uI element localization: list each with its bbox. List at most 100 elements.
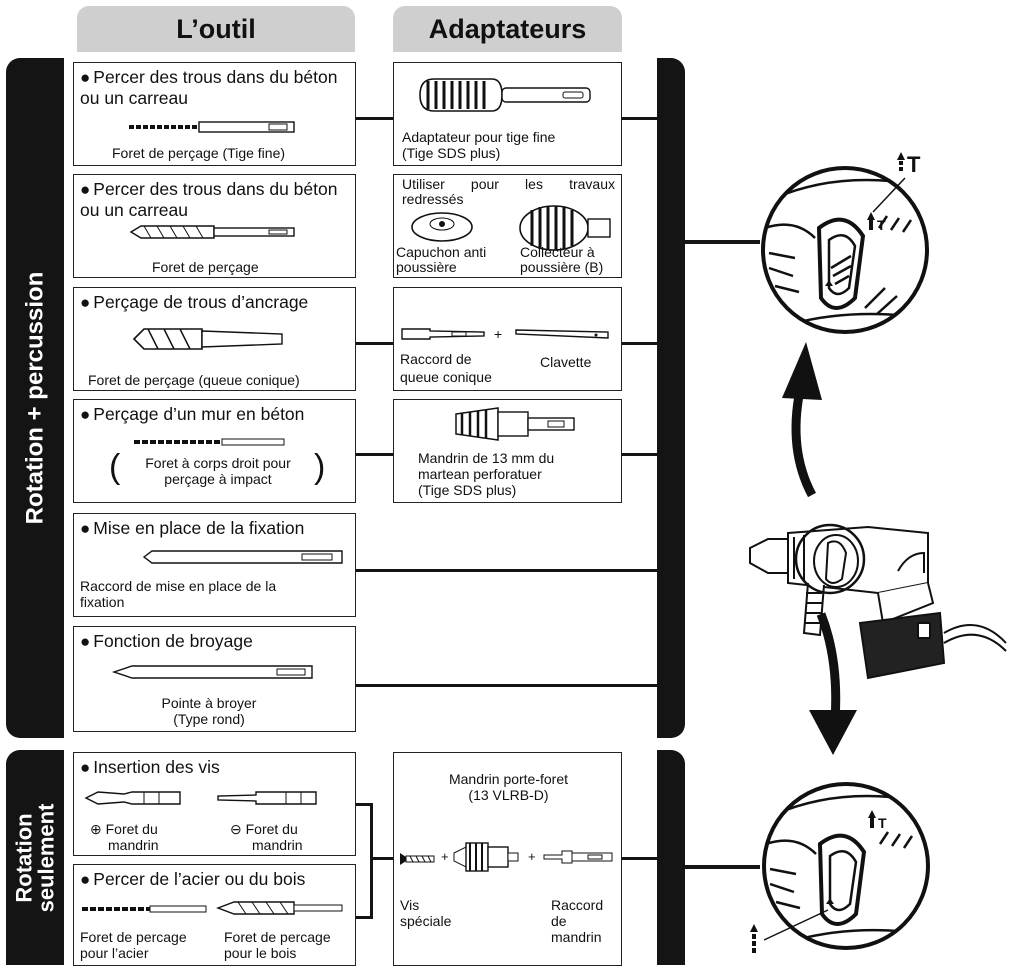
bullet-icon: ● [80,519,91,538]
steel-bit-icon [82,905,207,913]
tool-box-crushing: ●Fonction de broyage Pointe à broyer(Typ… [73,626,356,732]
svg-text:T: T [878,815,887,831]
header-tool: L’outil [77,6,355,52]
side-rotation-percussion: Rotation + percussion [6,58,64,738]
right-bar-top [657,58,685,738]
bullet-icon: ● [80,68,91,87]
adapter-box-dust: Utiliser pour les travaux redressés Capu… [393,174,622,278]
tool-box-anchor-setting: ●Mise en place de la fixation Raccord de… [73,513,356,617]
tool-title: ●Perçage d’un mur en béton [80,404,305,424]
tool-box-steel-wood: ●Percer de l’acier ou du bois Foret de p… [73,864,356,966]
special-screw-icon [400,853,435,865]
paren-left: ( [109,448,121,486]
connector-bottom-v [370,803,373,919]
thin-shank-bit-icon [129,121,295,133]
tool-title: ●Insertion des vis [80,757,220,777]
bullet-icon: ● [80,758,91,777]
dust-collector-icon [519,205,611,251]
connector-to-tool-bottom [685,865,760,869]
connector-bottom-d [622,857,658,860]
chuck-adapter-icon [543,850,613,864]
connector-row4-b [622,453,658,456]
mode-selector-hammer-zoom: T T [761,152,929,334]
anchor-adapter-icon [142,550,343,564]
side-rotation-only: Rotation seulement [6,750,64,965]
chuck-icon [455,407,575,441]
svg-text:T: T [877,217,886,233]
connector-row3-a [355,342,393,345]
tool-box-taper-shank: ●Perçage de trous d’ancrage Foret de per… [73,287,356,391]
tool-title: ●Mise en place de la fixation [80,518,305,538]
connector-bottom-c [370,857,393,860]
right-bar-bottom [657,750,685,965]
taper-shank-bit-icon [132,328,283,350]
mode-selector-rotation-zoom: T [750,782,930,953]
tool-caption: Foret de perçage [152,259,259,275]
adapter-caption: Adaptateur pour tige fine(Tige SDS plus) [402,129,556,161]
straight-bit-icon [134,438,285,446]
paren-right: ) [314,448,326,486]
tool-title: ●Perçage de trous d’ancrage [80,292,309,312]
connector-row6 [355,684,658,687]
hammer-mode-icon: T [897,152,921,177]
bullet-icon: ● [80,632,91,651]
bullet-icon: ● [80,180,91,199]
phillips-bit-icon [84,791,181,805]
plus-sign-2: + [528,849,536,864]
connector-row3-b [622,342,658,345]
svg-text:T: T [907,152,921,177]
thin-shank-adapter-icon [419,78,591,112]
tool-title: ●Fonction de broyage [80,631,253,651]
connector-bottom-b [355,916,372,919]
tool-title: ●Percer de l’acier ou du bois [80,869,306,889]
bullet-icon: ● [80,870,91,889]
adapter-usage-note-2: redressés [402,191,464,207]
tool-caption: Pointe à broyer(Type rond) [161,695,257,727]
connector-to-tool-top [685,240,760,244]
wood-bit-icon [216,901,343,915]
arrow-up-icon [782,342,822,498]
connector-row4-a [355,453,393,456]
slotted-bit-icon [217,791,317,805]
plus-sign: + [494,326,503,342]
adapter-cotter-caption: Clavette [540,354,592,370]
connector-bottom-a [355,803,372,806]
rotary-hammer-drill-icon [749,523,1007,680]
adapter-chuck-title: Mandrin porte-foret(13 VLRB-D) [448,771,569,803]
plus-sign-1: + [441,849,449,864]
dust-cap-icon [411,212,473,242]
rotation-mode-icon [750,924,758,953]
adapter-box-thin-shank: Adaptateur pour tige fine(Tige SDS plus) [393,62,622,166]
tool-box-straight-bit: ●Perçage d’un mur en béton ( ) Foret à c… [73,399,356,503]
drill-chuck-icon [453,842,519,872]
adapter-usage-note: Utiliser pour les travaux [402,176,615,192]
tool-caption: Foret de perçage (Tige fine) [112,145,286,161]
bullet-icon: ● [80,293,91,312]
connector-row5 [355,569,658,572]
drill-bit-icon [129,225,295,239]
cotter-icon [515,329,609,339]
connector-row1-a [355,117,393,120]
taper-adapter-icon [401,328,485,340]
connector-row1-b [622,117,658,120]
arrow-down-icon [809,612,857,755]
